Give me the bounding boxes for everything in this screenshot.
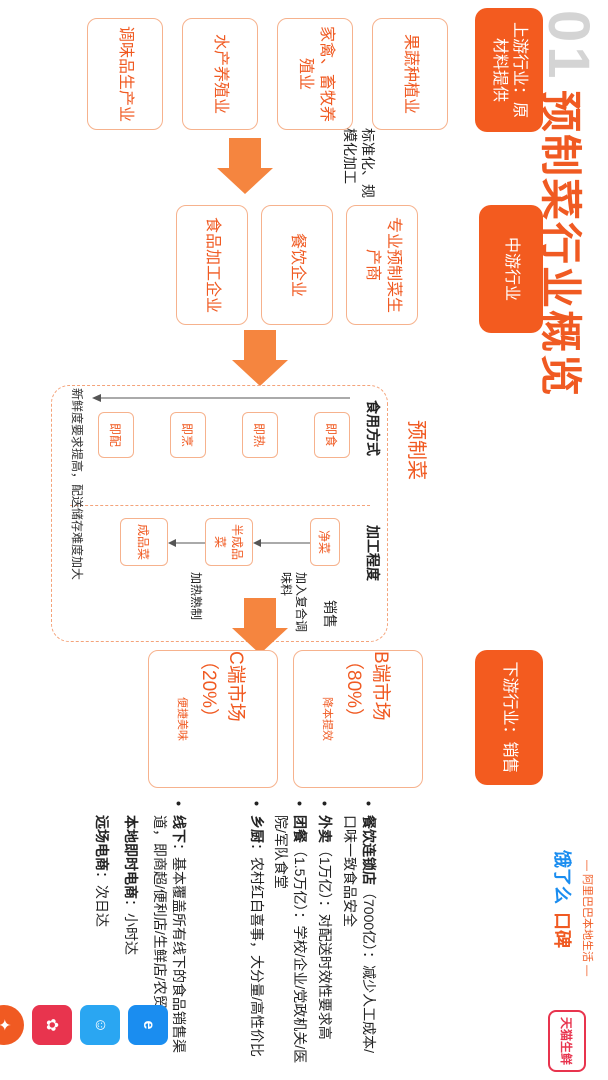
panel-divider: [70, 505, 370, 507]
section-number: 01: [536, 10, 601, 83]
taobao-app-icon: ✦: [0, 1005, 24, 1045]
prepared-title: 预制菜: [405, 420, 427, 480]
freshness-note: 新鲜度要求提高，配送储存难度加大: [70, 388, 84, 581]
consumption-label: 食用方式: [365, 400, 381, 456]
c-market-sub: 便捷美味: [176, 697, 188, 741]
hema-app-icon: ☺: [80, 1005, 120, 1045]
process-arrow-2: [168, 539, 205, 547]
process-note-heating: 加热熟制: [189, 572, 203, 621]
midstream-item-producer: 专业预制菜生产商: [346, 205, 418, 325]
arrow-down-icon: [217, 138, 273, 194]
midstream-item-restaurant: 餐饮企业: [261, 205, 333, 325]
processing-label: 加工程度: [365, 525, 381, 581]
stage-upstream: 上游行业：原材料提供: [475, 8, 543, 132]
b-market-box: B端市场（80%） 降本提效: [293, 650, 423, 788]
b-detail-takeout: •外卖（1万亿）：对配送时效性要求高: [317, 801, 334, 1040]
b-details: •餐饮连锁店（7000亿）：减少人工成本/口味一致食品安全 •外卖（1万亿）：对…: [247, 801, 378, 1065]
stage-midstream: 中游行业: [479, 205, 543, 333]
tmall-app-icon: ✿: [32, 1005, 72, 1045]
freshness-arrow: [92, 394, 350, 402]
b-market-sub: 降本提效: [321, 697, 333, 741]
midstream-item-food-processing: 食品加工企业: [176, 205, 248, 325]
eleme-app-icon: e: [128, 1005, 168, 1045]
brand-logos: 饿了么 口碑: [550, 850, 576, 948]
arrow-down-icon-2: [232, 330, 288, 386]
c-market-title: C端市场（20%）: [198, 651, 246, 728]
consumption-item-ready-to-cook: 即烹: [170, 412, 206, 458]
processing-item-finished: 成品菜: [120, 518, 168, 566]
upstream-item-seasoning: 调味品生产业: [87, 18, 163, 130]
upstream-item-livestock: 家禽、畜牧养殖业: [277, 18, 353, 130]
tmall-fresh-badge: 天猫生鲜: [548, 1010, 586, 1072]
c-market-box: C端市场（20%） 便捷美味: [148, 650, 278, 788]
b-detail-chain: •餐饮连锁店（7000亿）：减少人工成本/口味一致食品安全: [342, 801, 377, 1054]
brand-tagline: — 阿里巴巴本地生活 —: [581, 860, 593, 977]
upstream-item-aquaculture: 水产养殖业: [182, 18, 258, 130]
upstream-item-fruit-veg: 果蔬种植业: [372, 18, 448, 130]
consumption-item-ready-to-eat: 即食: [314, 412, 350, 458]
b-detail-group-meal: •团餐（1.5万亿）：学校/企业/党政机关/医院/军队食堂: [273, 801, 309, 1064]
eleme-logo: 饿了么: [552, 850, 572, 904]
consumption-item-ready-to-assemble: 即配: [98, 412, 134, 458]
arrow-down-icon-3: [232, 598, 288, 654]
process-arrow-1: [253, 539, 310, 547]
processing-item-clean-veg: 净菜: [310, 518, 340, 566]
b-detail-rural: •乡厨：农村红白喜事，大分量/高性价比: [248, 801, 265, 1057]
b-market-title: B端市场（80%）: [343, 651, 391, 728]
arrow1-note: 标准化、规模化加工: [342, 128, 377, 198]
processing-item-semi-finished: 半成品菜: [205, 518, 253, 566]
consumption-item-ready-to-heat: 即热: [242, 412, 278, 458]
koubei-logo: 口碑: [552, 912, 572, 948]
stage-downstream: 下游行业：销售: [475, 650, 543, 785]
platform-logos: e ☺ ✿ ✦: [0, 1005, 168, 1045]
sales-label: 销售: [322, 600, 338, 628]
